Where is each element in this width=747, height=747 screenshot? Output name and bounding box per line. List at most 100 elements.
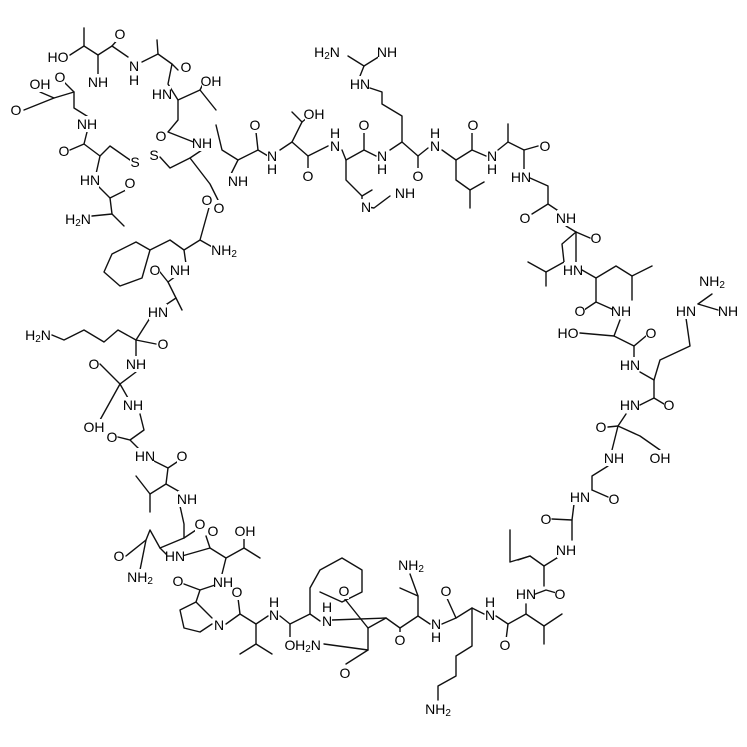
- atom-label: O: [125, 175, 136, 191]
- atom-label: N: [269, 607, 279, 623]
- atom-label: H: [330, 125, 340, 141]
- atom-label: NH: [177, 491, 197, 507]
- atom-label: H2N: [314, 44, 340, 62]
- atom-label: H: [431, 629, 441, 645]
- atom-label: HN: [165, 548, 185, 564]
- atom-label: NH: [126, 356, 146, 372]
- atom-label: O: [195, 516, 206, 532]
- atom-label: HN: [620, 397, 640, 413]
- atom-label: N: [330, 138, 340, 154]
- atom-label: NH2: [425, 701, 451, 719]
- atom-label: HN: [563, 262, 583, 278]
- atom-label: O: [114, 548, 125, 564]
- atom-label: O: [591, 230, 602, 246]
- atom-label: O: [202, 192, 213, 208]
- atom-label: NH: [718, 303, 738, 319]
- atom-label: O: [232, 584, 243, 600]
- atom-label: NH: [228, 173, 248, 189]
- atom-label: O: [413, 168, 424, 184]
- atom-label: O: [541, 511, 552, 527]
- atom-label: HN: [570, 489, 590, 505]
- atom-label: S: [149, 147, 158, 163]
- atom-label: NH: [377, 44, 397, 60]
- atom-label: N: [361, 199, 371, 215]
- atom-label: H: [430, 125, 440, 141]
- atom-label: NH2: [398, 557, 424, 575]
- atom-label: N: [485, 607, 495, 623]
- atom-label: H: [129, 72, 139, 88]
- atom-label: N: [214, 617, 224, 633]
- atom-label: N: [431, 616, 441, 632]
- atom-label: N: [267, 148, 277, 164]
- atom-label: NH2: [211, 242, 237, 260]
- atom-label: O: [540, 138, 551, 154]
- atom-label: O: [89, 356, 100, 372]
- atom-label: H: [269, 594, 279, 610]
- atom-label: OH: [235, 523, 256, 539]
- atom-label: O: [575, 303, 586, 319]
- atom-label: H: [377, 161, 387, 177]
- atom-label: O: [55, 69, 66, 85]
- bonds: [23, 27, 719, 701]
- atom-label: O: [339, 583, 350, 599]
- atom-label: O: [150, 262, 161, 278]
- atom-label: O: [107, 429, 118, 445]
- atom-label: OH: [30, 76, 51, 92]
- atom-label: NH: [395, 185, 415, 201]
- atom-label: N: [129, 58, 139, 74]
- atom-label: O: [173, 573, 184, 589]
- atom-label: H: [322, 599, 332, 615]
- atom-label: O: [359, 117, 370, 133]
- atom-label: O: [520, 210, 531, 226]
- atom-label: HN: [152, 86, 172, 102]
- atom-label: O: [609, 491, 620, 507]
- atom-label: O: [500, 637, 511, 653]
- atom-label: OH: [201, 73, 222, 89]
- atom-label: O: [59, 143, 70, 159]
- atom-label: H: [485, 594, 495, 610]
- atom-label: O: [340, 665, 351, 681]
- atom-label: NH: [556, 542, 576, 558]
- atom-label: O: [395, 632, 406, 648]
- atom-label: HN: [135, 448, 155, 464]
- atom-label: HN: [511, 169, 531, 185]
- atom-label: NH: [123, 397, 143, 413]
- atom-label: N: [487, 148, 497, 164]
- atom-label: HO: [558, 325, 579, 341]
- atom-label: NH2: [127, 569, 153, 587]
- atom-label: O: [156, 128, 167, 144]
- atom-label: O: [250, 117, 261, 133]
- atom-label: O: [214, 200, 225, 216]
- atom-label: OH: [650, 450, 671, 466]
- atom-label: O: [177, 448, 188, 464]
- atom-label: O: [208, 523, 219, 539]
- atom-label: NH: [611, 303, 631, 319]
- atom-label: HO: [48, 49, 69, 65]
- atom-label: H2N: [295, 637, 321, 655]
- atom-label: NH: [213, 574, 233, 590]
- atom-label: O: [303, 168, 314, 184]
- atom-label: N: [322, 613, 332, 629]
- atom-label: O: [664, 397, 675, 413]
- atom-label: O: [181, 59, 192, 75]
- atom-label: NH2: [699, 273, 725, 291]
- atom-label: H: [487, 161, 497, 177]
- atom-label: HN: [80, 172, 100, 188]
- atom-label: HN: [676, 303, 696, 319]
- atom-label: NH: [77, 116, 97, 132]
- atom-label: HN: [516, 586, 536, 602]
- atom-label: O: [285, 637, 296, 653]
- atom-label: O: [115, 26, 126, 42]
- atom-label: N: [430, 138, 440, 154]
- atom-label: NH: [170, 262, 190, 278]
- atom-label: HN: [148, 304, 168, 320]
- atom-label: NH: [192, 135, 212, 151]
- atom-label: O: [158, 336, 169, 352]
- atom-label: H2N: [65, 211, 91, 229]
- atom-label: OH: [84, 419, 105, 435]
- atom-label: O: [468, 117, 479, 133]
- atom-label: S: [130, 154, 139, 170]
